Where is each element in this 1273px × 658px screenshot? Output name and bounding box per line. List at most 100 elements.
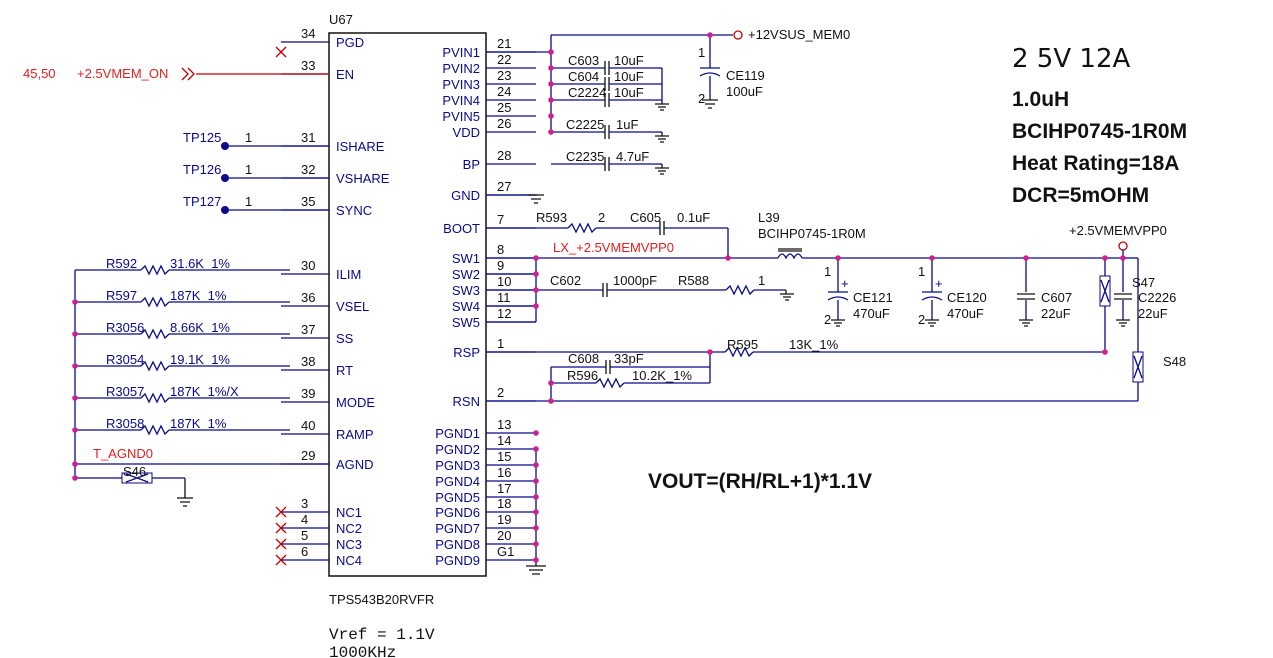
junction-dot (548, 97, 554, 103)
pin-name: NC4 (336, 553, 362, 568)
pin-name: RSP (453, 345, 480, 360)
capacitor-value: 22uF (1138, 306, 1168, 321)
junction-dots (72, 32, 1126, 563)
junction-dot (72, 331, 78, 337)
s47-ref: S47 (1132, 275, 1155, 290)
resistor-value: 19.1K_1% (170, 352, 230, 367)
junction-dot (929, 255, 935, 261)
pin-number: 4 (301, 512, 308, 527)
pin-number: 11 (497, 290, 511, 305)
r595-ref: R595 (727, 337, 758, 352)
pin-name: NC2 (336, 521, 362, 536)
capacitor-ref: C2226 (1138, 290, 1176, 305)
nc-no-connects (275, 506, 287, 566)
pin-name: MODE (336, 395, 375, 410)
junction-dot (1102, 255, 1108, 261)
inductor-note-2: BCIHP0745-1R0M (1012, 120, 1187, 143)
junction-dot (1120, 255, 1126, 261)
resistor-icon (140, 360, 170, 372)
ce119-value: 100uF (726, 84, 763, 99)
ground-icon (1116, 319, 1130, 327)
c602-cap-icon (602, 283, 608, 297)
c608-value: 33pF (614, 351, 644, 366)
pin-number: 21 (497, 36, 511, 51)
pin-number: 31 (301, 130, 315, 145)
pin-name: PGD (336, 35, 364, 50)
capacitor-value: 1uF (616, 117, 638, 132)
junction-dot (72, 461, 78, 467)
pin-number: 9 (497, 258, 504, 273)
electrolytic-cap-icon (827, 291, 849, 301)
junction-dot (533, 287, 539, 293)
junction-dot (835, 255, 841, 261)
pin-number: 30 (301, 258, 315, 273)
resistor-value: 187K_1%/X (170, 384, 239, 399)
pin-name: PGND2 (435, 442, 480, 457)
junction-dot (548, 398, 554, 404)
junction-dot (72, 395, 78, 401)
pin-name: NC3 (336, 537, 362, 552)
ground-icon (925, 319, 939, 327)
pin-number: 17 (497, 481, 511, 496)
pin-name: PVIN5 (442, 109, 480, 124)
s46-ref: S46 (123, 464, 146, 479)
resistor-ref: R3057 (106, 384, 144, 399)
tp125-ref: TP125 (183, 130, 221, 145)
r588-pin: 1 (758, 273, 765, 288)
pin-name: PGND8 (435, 537, 480, 552)
capacitor-ref: C604 (568, 69, 599, 84)
junction-dot (72, 475, 78, 481)
r593-resistor-icon (567, 222, 597, 234)
pin-number: 19 (497, 512, 511, 527)
pin-name: SW5 (452, 315, 480, 330)
pin-number: 1 (497, 336, 504, 351)
pin-name: GND (451, 188, 480, 203)
test-point-tp125: TP125 1 (183, 130, 329, 150)
pin-number: 3 (301, 496, 308, 511)
resistor-ref: R3054 (106, 352, 144, 367)
en-net-label: +2.5VMEM_ON (77, 66, 168, 81)
ground-icon (831, 319, 845, 327)
tp126-ref: TP126 (183, 162, 221, 177)
output-capacitors: +12CE121470uF+12CE120470uFC60722uFC22262… (824, 258, 1176, 327)
pin-name: VDD (453, 125, 480, 140)
pin-name: PVIN2 (442, 61, 480, 76)
pin-number: 26 (497, 116, 511, 131)
junction-dot (533, 478, 539, 484)
pin-number: 33 (301, 58, 315, 73)
pin-name: PGND6 (435, 505, 480, 520)
electrolytic-cap-icon (921, 291, 943, 301)
capacitor-icon (604, 61, 610, 75)
pin-number: 37 (301, 322, 315, 337)
pin-name: PGND4 (435, 474, 480, 489)
r596-ref: R596 (567, 368, 598, 383)
resistor-value: 31.6K_1% (170, 256, 230, 271)
pin-number: 29 (301, 448, 315, 463)
capacitor-icon (604, 157, 610, 171)
capacitor-value: 470uF (853, 306, 890, 321)
pin-name: PGND3 (435, 458, 480, 473)
c608-cap-icon (605, 360, 611, 374)
pin-number: 39 (301, 386, 315, 401)
pin-name: SW4 (452, 299, 480, 314)
pgd-no-connect (275, 46, 287, 58)
l39-inductor-icon (777, 253, 803, 260)
l39-ref: L39 (758, 210, 780, 225)
offpage-connector-icon (181, 67, 195, 81)
resistor-ref: R597 (106, 288, 137, 303)
ce119-pin2: 2 (698, 91, 705, 106)
junction-dot (548, 129, 554, 135)
capacitor-value: 10uF (614, 53, 644, 68)
cap-pin2: 2 (824, 312, 831, 327)
plus-icon: + (841, 276, 849, 291)
capacitor-icon (604, 125, 610, 139)
resistor-value: 8.66K_1% (170, 320, 230, 335)
ce119-pin1: 1 (698, 45, 705, 60)
vout-net-label: +2.5VMEMVPP0 (1069, 223, 1167, 238)
capacitor-value: 10uF (614, 69, 644, 84)
junction-dot (533, 557, 539, 563)
pin-name: SW3 (452, 283, 480, 298)
pin-number: G1 (497, 544, 514, 559)
